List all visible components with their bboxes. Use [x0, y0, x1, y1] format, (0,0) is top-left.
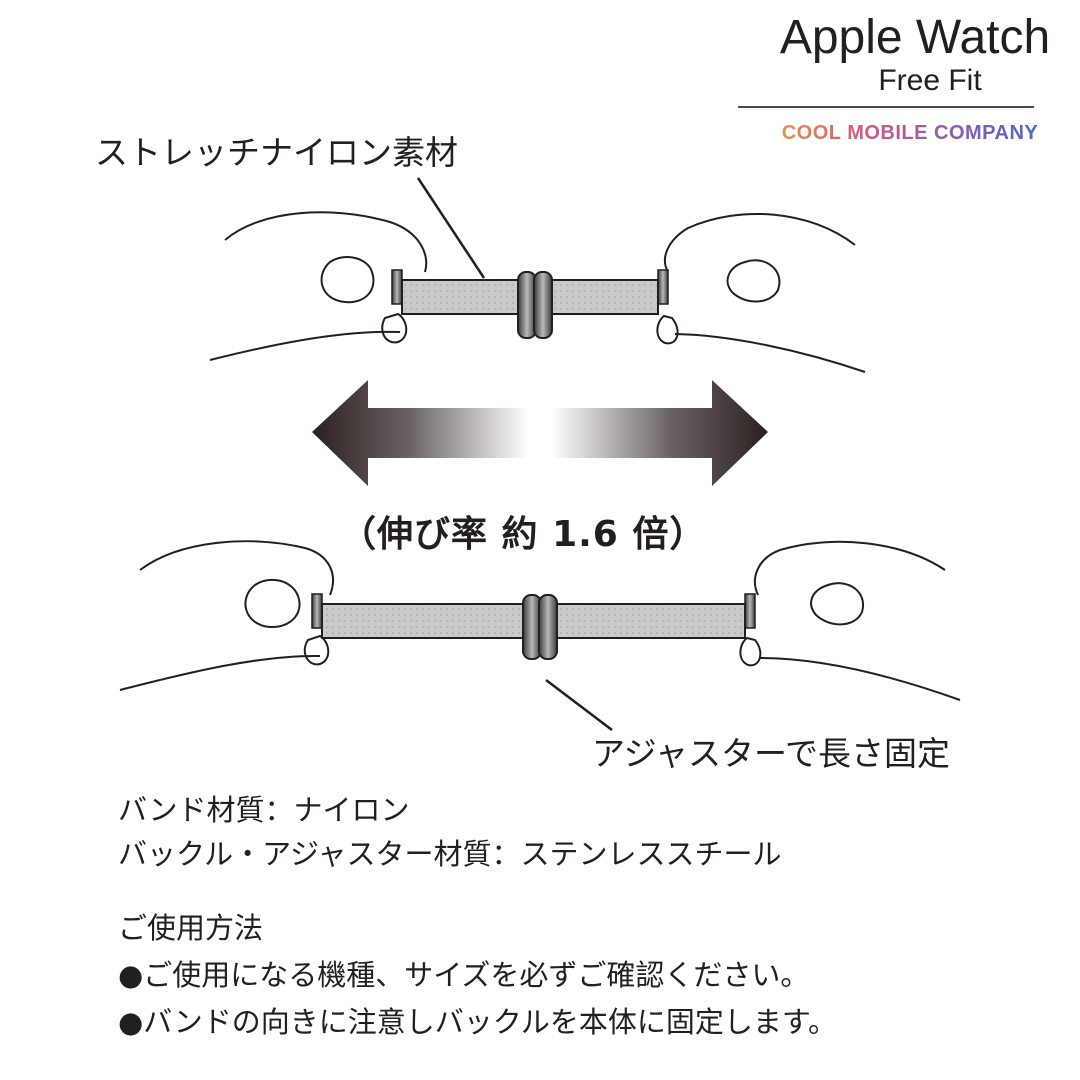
buckle-material-text: バックル・アジャスター材質：ステンレススチール [118, 837, 782, 871]
company-logo-text: COOL MOBILE COMPANY [760, 122, 1060, 145]
adjuster-callout: アジャスターで長さ固定 [592, 734, 951, 773]
bottom-hands [119, 540, 961, 701]
brand-divider [738, 106, 1034, 108]
adjuster-leader-line [545, 679, 613, 731]
usage-item: ●ご使用になる機種、サイズを必ずご確認ください。 [118, 958, 810, 992]
top-hands [209, 211, 866, 373]
top-band [391, 269, 669, 339]
usage-section: ご使用方法 ●ご使用になる機種、サイズを必ずご確認ください。 ●バンドの向きに注… [118, 905, 837, 1046]
bottom-band [311, 593, 756, 660]
band-material-text: バンド材質：ナイロン [118, 793, 410, 827]
material-leader-line [416, 177, 486, 279]
brand-block: Apple Watch Free Fit COOL MOBILE COMPANY [738, 11, 1060, 145]
stretch-rate-label: （伸び率 約 1.6 倍） [340, 514, 707, 555]
usage-heading: ご使用方法 [118, 911, 264, 945]
brand-title: Apple Watch [779, 11, 1051, 64]
material-callout: ストレッチナイロン素材 [95, 133, 458, 172]
specs-section: バンド材質：ナイロン バックル・アジャスター材質：ステンレススチール [118, 788, 782, 876]
stretch-arrow [312, 380, 768, 486]
brand-subtitle: Free Fit [878, 64, 982, 97]
usage-item: ●バンドの向きに注意しバックルを本体に固定します。 [118, 1005, 837, 1039]
